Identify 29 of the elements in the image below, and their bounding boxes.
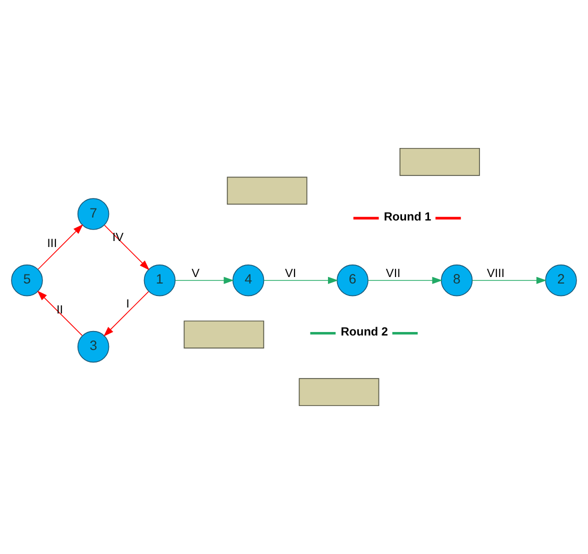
edge-label: I	[126, 296, 130, 310]
edge-label: VI	[285, 266, 296, 280]
arrow	[264, 276, 338, 284]
arrow	[472, 276, 547, 284]
node-circle: 3	[77, 330, 110, 363]
arrow	[104, 291, 149, 337]
node-circle: 7	[77, 198, 110, 230]
edge-label: II	[56, 302, 64, 316]
edge-label: III	[47, 236, 57, 250]
edge-label: VIII	[486, 266, 505, 280]
edge-label: V	[192, 266, 200, 280]
arrow	[175, 276, 234, 284]
arrow	[37, 290, 82, 336]
edge-label: VII	[386, 266, 400, 280]
node-box	[298, 378, 380, 406]
node-circle: 2	[545, 264, 577, 296]
node-circle: 6	[336, 264, 368, 296]
node-box	[226, 176, 308, 205]
node-circle: 5	[11, 264, 43, 296]
node-circle: 1	[144, 264, 176, 296]
arrow	[368, 276, 442, 284]
legend-label: Round 2	[340, 324, 388, 339]
node-circle: 8	[440, 264, 473, 296]
node-circle: 4	[232, 264, 264, 296]
legend-label: Round 1	[384, 209, 432, 224]
node-box	[184, 320, 264, 348]
arrow	[104, 224, 150, 270]
arrow	[38, 224, 84, 270]
node-box	[400, 148, 480, 176]
